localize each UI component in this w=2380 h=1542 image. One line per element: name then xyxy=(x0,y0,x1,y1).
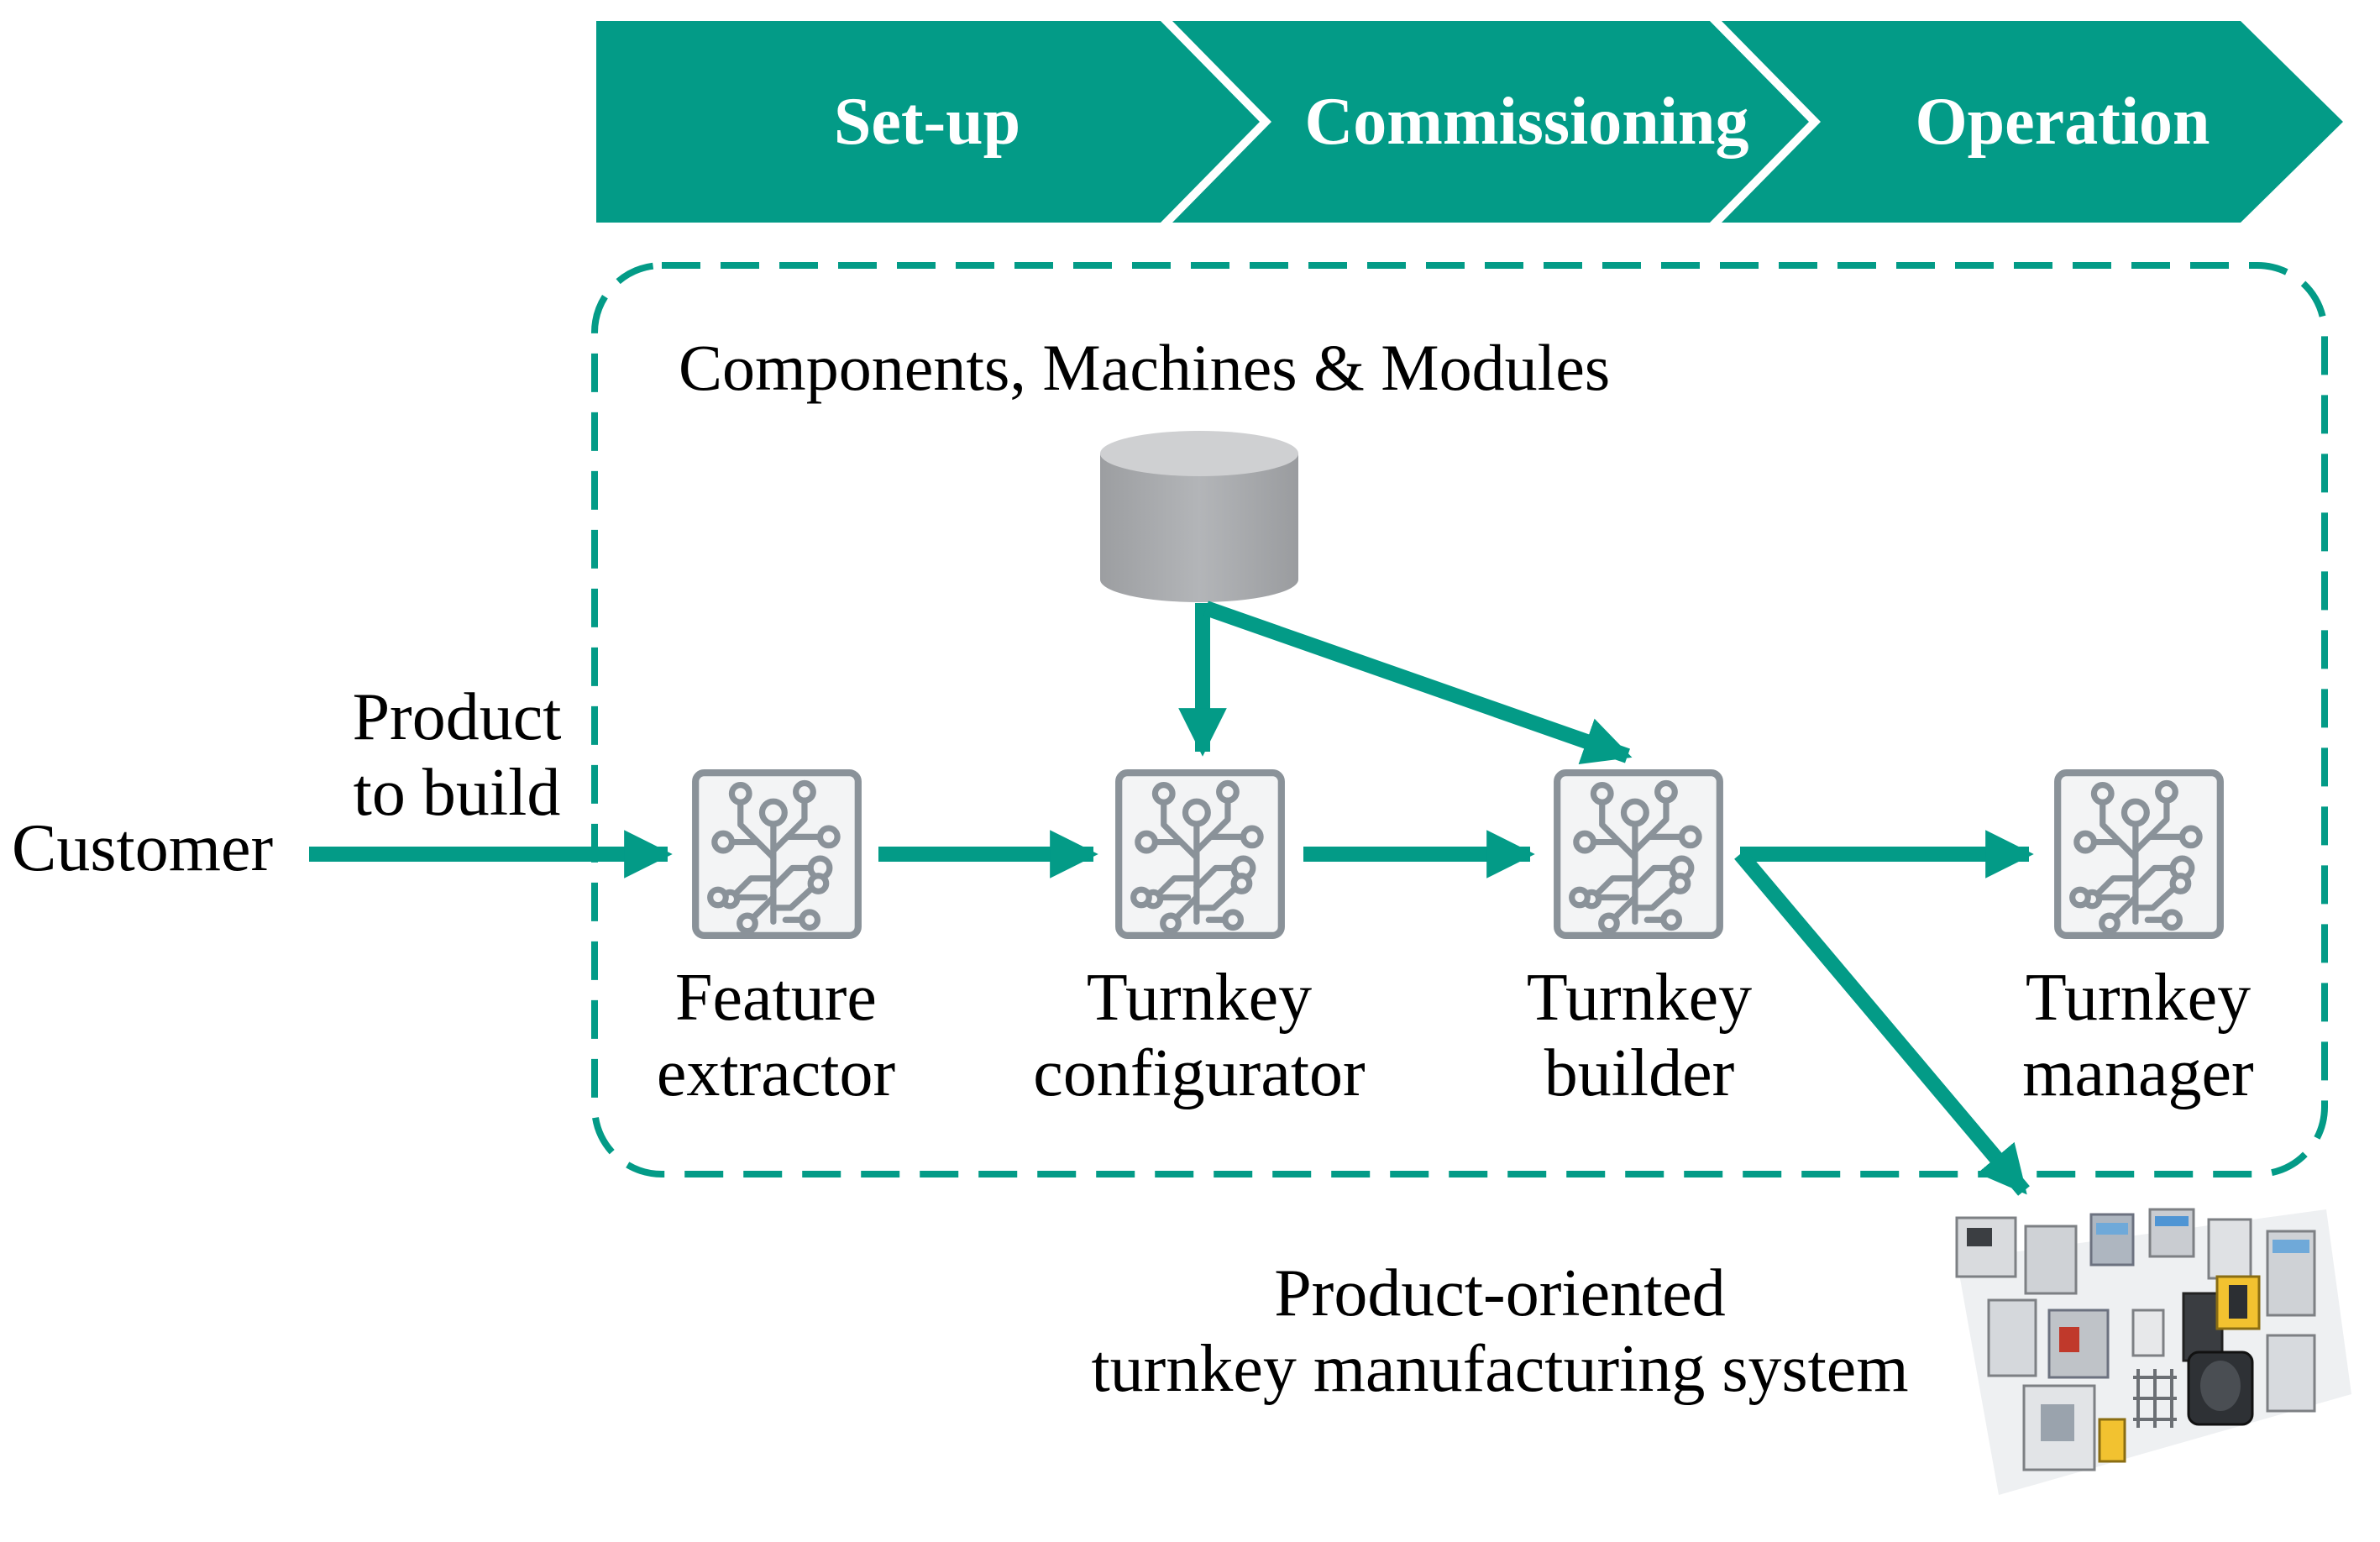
chip-icon-turnkey-configurator xyxy=(1119,773,1282,936)
phase-banner xyxy=(596,21,2343,223)
output-label-line1: Product-oriented xyxy=(1274,1256,1726,1330)
arrow-builder-to-system xyxy=(1734,849,2030,1196)
flow-arrows xyxy=(309,601,2034,1196)
input-label: Product to build xyxy=(353,680,562,831)
phase-commissioning-label: Commissioning xyxy=(1304,85,1749,159)
output-label-line2: turnkey manufacturing system xyxy=(1091,1331,1909,1406)
phase-setup-chevron xyxy=(596,21,1260,223)
module-label-line2: builder xyxy=(1544,1036,1735,1110)
system-boundary xyxy=(591,262,2328,1177)
input-label-line2: to build xyxy=(353,755,561,830)
customer-label: Customer xyxy=(12,811,274,885)
phase-setup-label: Set-up xyxy=(833,85,1021,159)
phase-operation-chevron xyxy=(1722,21,2343,223)
module-label-line2: extractor xyxy=(656,1036,896,1110)
database-cylinder-icon xyxy=(1100,431,1298,602)
arrow-db-to-builder xyxy=(1203,601,1633,765)
module-label-line1: Turnkey xyxy=(1526,961,1753,1035)
phase-commissioning-chevron xyxy=(1172,21,1809,223)
module-label-turnkey-builder: Turnkey builder xyxy=(1527,961,1752,1111)
chip-icon-feature-extractor xyxy=(695,773,858,936)
module-label-feature-extractor: Feature extractor xyxy=(657,961,895,1111)
module-label-line1: Feature xyxy=(675,961,877,1035)
output-label: Product-oriented turnkey manufacturing s… xyxy=(1091,1256,1908,1407)
input-label-line1: Product xyxy=(352,680,562,754)
chip-icon-turnkey-builder xyxy=(1557,773,1720,936)
module-label-line2: configurator xyxy=(1033,1036,1366,1110)
chip-icon-turnkey-manager xyxy=(2058,773,2220,936)
module-label-turnkey-configurator: Turnkey configurator xyxy=(1033,961,1365,1111)
module-label-line1: Turnkey xyxy=(1086,961,1313,1035)
repository-label: Components, Machines & Modules xyxy=(679,331,1611,404)
module-label-line1: Turnkey xyxy=(2025,961,2252,1035)
factory-layout-icon xyxy=(1955,1208,2351,1495)
phase-operation-label: Operation xyxy=(1915,85,2210,159)
module-label-line2: manager xyxy=(2022,1036,2254,1110)
module-label-turnkey-manager: Turnkey manager xyxy=(2022,961,2253,1111)
